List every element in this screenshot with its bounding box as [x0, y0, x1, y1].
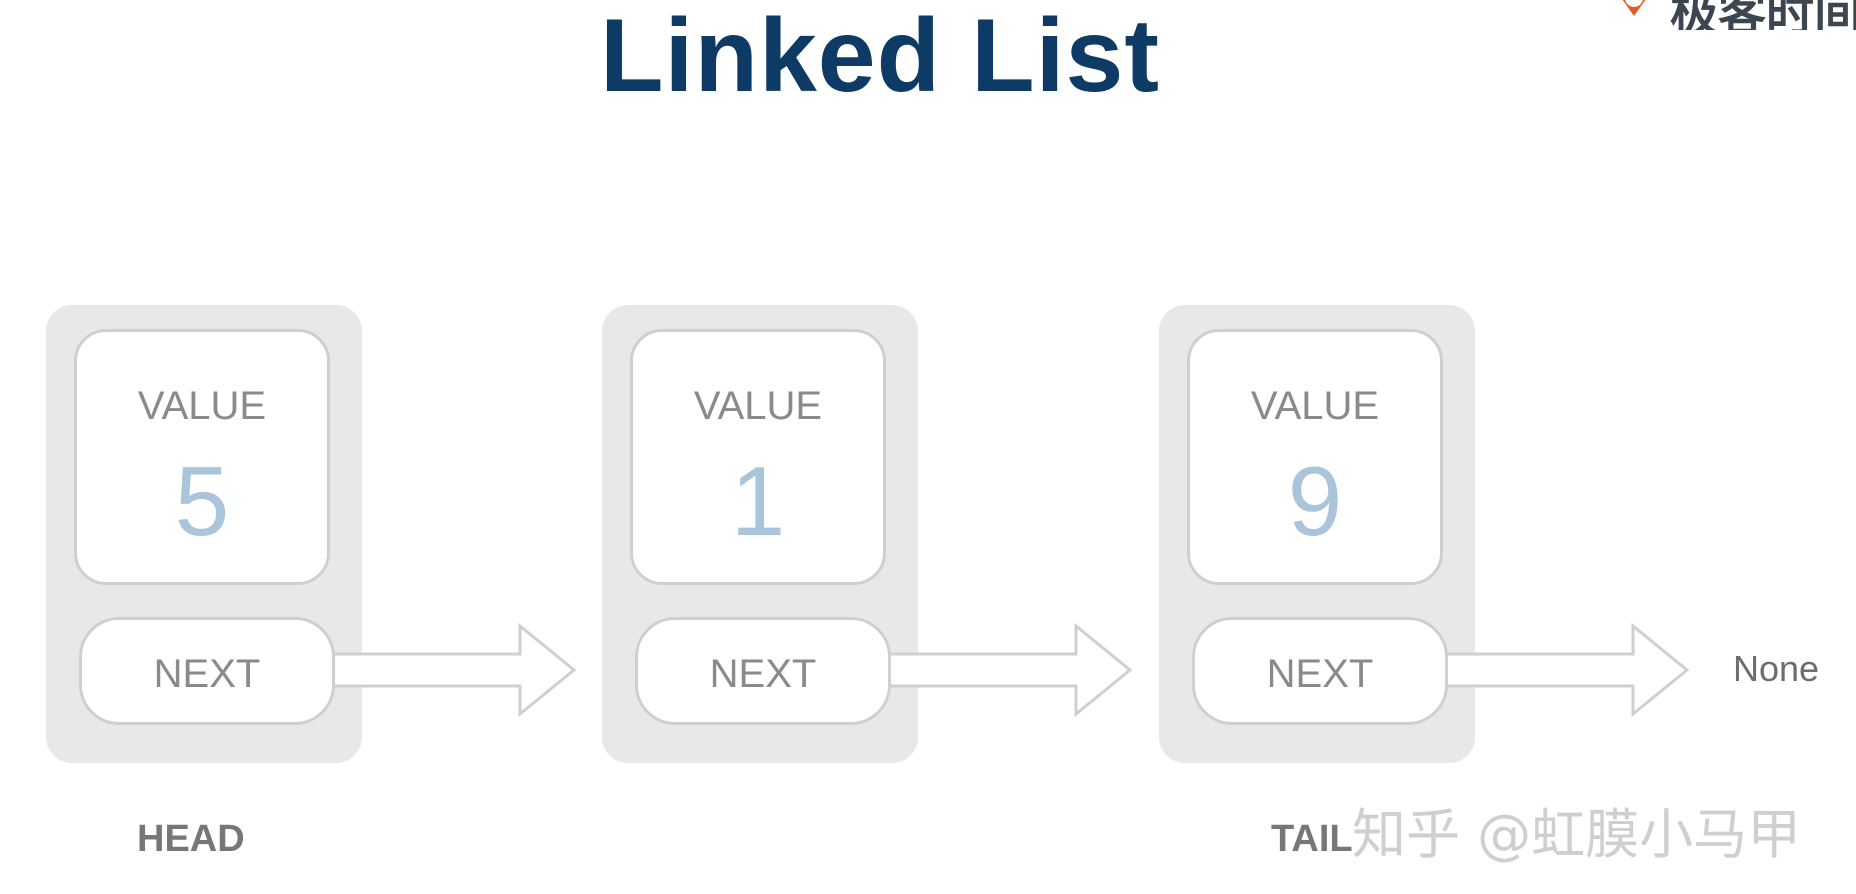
arrow-right-icon — [1445, 622, 1690, 718]
value-number: 5 — [174, 446, 230, 556]
none-terminal-label: None — [1733, 648, 1820, 689]
node-1: VALUE 5 NEXT — [46, 305, 362, 763]
value-label: VALUE — [1250, 384, 1380, 428]
next-pointer-box: NEXT — [1192, 617, 1448, 725]
watermark: 知乎 @虹膜小马甲 — [1352, 803, 1802, 866]
node-2: VALUE 1 NEXT — [602, 305, 918, 763]
tail-label: TAIL — [1271, 818, 1353, 860]
next-label: NEXT — [1266, 652, 1374, 696]
value-label: VALUE — [137, 384, 267, 428]
next-pointer-box: NEXT — [79, 617, 335, 725]
value-label: VALUE — [693, 384, 823, 428]
node-3: VALUE 9 NEXT — [1159, 305, 1475, 763]
arrow-right-icon — [332, 622, 577, 718]
value-number: 9 — [1287, 446, 1343, 556]
next-label: NEXT — [709, 652, 817, 696]
value-box: VALUE 9 — [1187, 329, 1443, 585]
value-number: 1 — [730, 446, 786, 556]
head-label: HEAD — [137, 818, 245, 860]
diagram-title: Linked List — [600, 0, 1160, 114]
value-box: VALUE 5 — [74, 329, 330, 585]
next-label: NEXT — [153, 652, 261, 696]
arrow-right-icon — [888, 622, 1133, 718]
logo: 极客时间 — [1606, 0, 1856, 30]
logo-text: 极客时间 — [1670, 0, 1856, 30]
logo-mark-icon — [1622, 0, 1646, 16]
value-box: VALUE 1 — [630, 329, 886, 585]
next-pointer-box: NEXT — [635, 617, 891, 725]
